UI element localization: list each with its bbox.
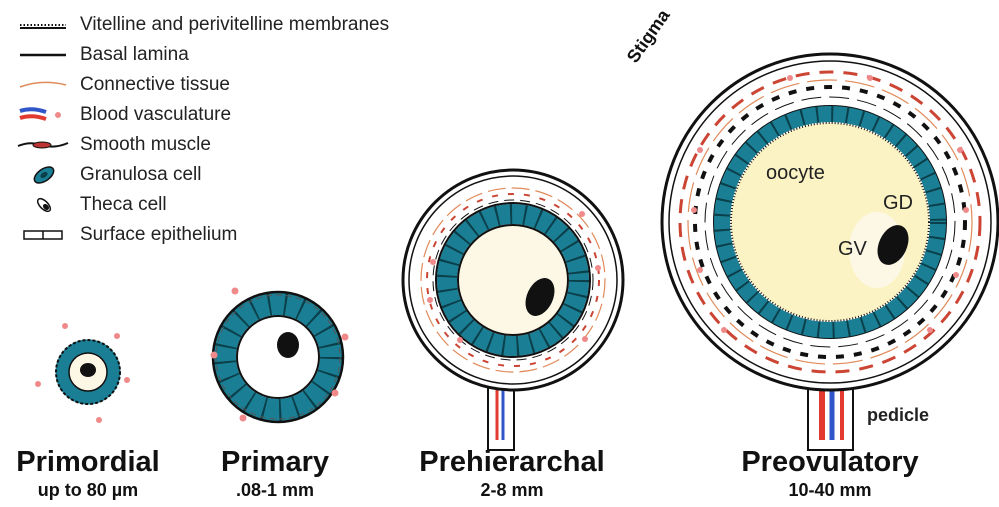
smooth-muscle-icon: [14, 133, 74, 157]
legend-label: Surface epithelium: [80, 224, 237, 246]
oocyte-label: oocyte: [766, 162, 825, 185]
legend: Vitelline and perivitelline membranes Ba…: [14, 10, 389, 250]
legend-label: Theca cell: [80, 194, 167, 216]
stage-size-primary: .08-1 mm: [205, 480, 345, 501]
gv-label: GV: [838, 238, 867, 261]
stage-title-prehierarchal: Prehierarchal: [398, 446, 626, 479]
legend-item-granulosa-cell: Granulosa cell: [14, 160, 389, 190]
legend-label: Vitelline and perivitelline membranes: [80, 14, 389, 36]
pedicle-label: pedicle: [867, 405, 929, 426]
legend-label: Smooth muscle: [80, 134, 211, 156]
granulosa-cell-icon: [14, 163, 74, 187]
preovulatory-follicle: [662, 54, 998, 450]
gd-label: GD: [883, 192, 913, 215]
legend-label: Granulosa cell: [80, 164, 201, 186]
legend-item-smooth-muscle: Smooth muscle: [14, 130, 389, 160]
legend-item-vitelline: Vitelline and perivitelline membranes: [14, 10, 389, 40]
vitelline-membrane-icon: [14, 13, 74, 37]
prehierarchal-follicle: [403, 170, 623, 450]
legend-label: Connective tissue: [80, 74, 230, 96]
stage-size-preovulatory: 10-40 mm: [715, 480, 945, 501]
preovulatory-oocyte: [731, 123, 929, 321]
legend-item-connective-tissue: Connective tissue: [14, 70, 389, 100]
basal-lamina-icon: [14, 43, 74, 67]
legend-label: Blood vasculature: [80, 104, 231, 126]
legend-label: Basal lamina: [80, 44, 189, 66]
legend-item-basal-lamina: Basal lamina: [14, 40, 389, 70]
blood-vasculature-icon: [14, 103, 74, 127]
legend-item-surface-epithelium: Surface epithelium: [14, 220, 389, 250]
primary-nucleus: [277, 332, 299, 358]
legend-item-theca-cell: Theca cell: [14, 190, 389, 220]
theca-cell-icon: [14, 193, 74, 217]
stage-title-primordial: Primordial: [8, 446, 168, 479]
legend-item-blood-vasculature: Blood vasculature: [14, 100, 389, 130]
connective-tissue-icon: [14, 73, 74, 97]
stage-title-primary: Primary: [205, 446, 345, 479]
prehierarchal-oocyte: [458, 225, 568, 335]
primordial-follicle: [35, 323, 130, 423]
primary-oocyte: [237, 316, 319, 398]
stage-size-prehierarchal: 2-8 mm: [398, 480, 626, 501]
stage-size-primordial: up to 80 µm: [8, 480, 168, 501]
primordial-nucleus: [80, 363, 96, 377]
surface-epithelium-icon: [14, 223, 74, 247]
stage-title-preovulatory: Preovulatory: [715, 446, 945, 479]
primary-follicle: [211, 288, 349, 423]
